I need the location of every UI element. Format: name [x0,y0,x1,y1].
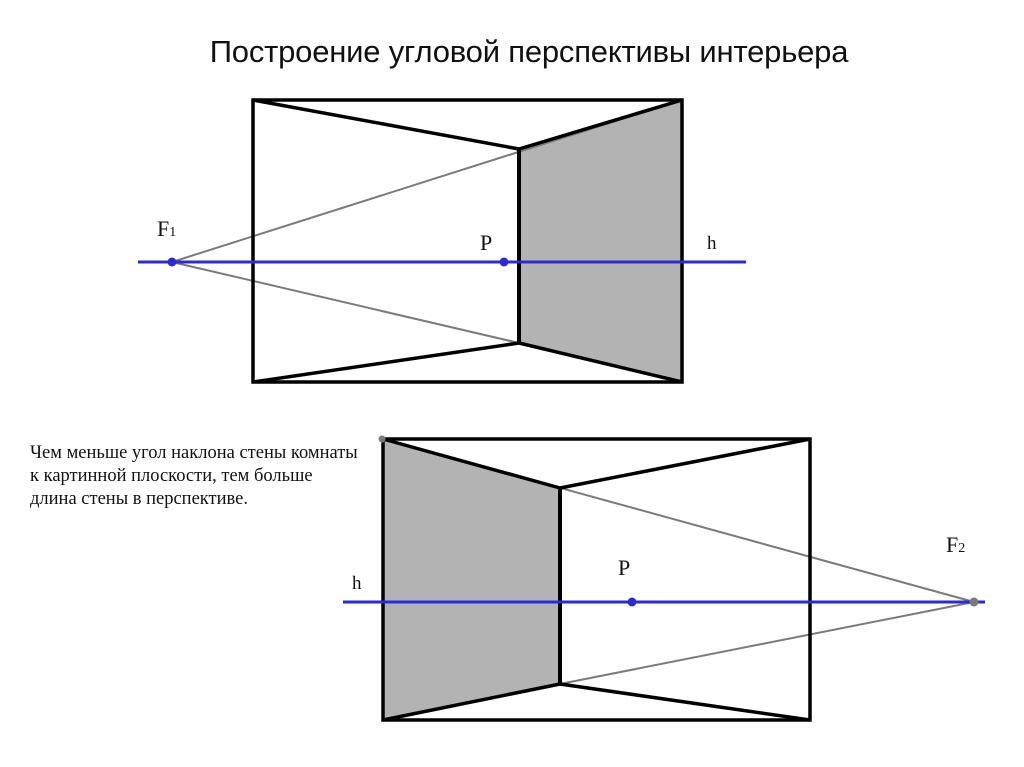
ceiling-edge [252,98,520,151]
shaded-wall-left [383,439,560,720]
explanation-caption: Чем меньше угол наклона стены комнаты к … [30,443,358,509]
center-point-p [499,257,509,267]
vanishing-point-f1 [167,257,177,267]
shaded-wall-right [519,100,682,382]
horizon-label: h [352,573,362,594]
center-point-label: P [480,230,492,255]
vanishing-point-letter: F [946,532,958,557]
room-frame [251,98,684,384]
room-frame [381,437,812,722]
corner-marker [378,435,386,443]
guide-line-lower [171,261,520,344]
vanishing-point-f2 [969,597,979,607]
diagram-bottom: F2 P h [343,435,985,722]
wall-ceiling-edge [518,98,683,151]
wall-floor-edge [382,682,561,722]
floor-edge [252,341,520,384]
slide-title: Построение угловой перспективы интерьера [209,34,849,69]
ceiling-edge [559,437,811,490]
vanishing-point-index: 1 [169,225,176,240]
vanishing-point-letter: F [157,216,169,241]
wall-ceiling-edge [382,437,561,490]
diagram-top: F1 P h [138,98,746,384]
horizon-label: h [707,233,717,254]
vanishing-point-index: 2 [958,541,965,556]
center-point-p [627,597,637,607]
guide-line-lower [559,601,975,685]
center-point-label: P [618,555,630,580]
floor-edge [559,682,811,722]
vanishing-point-label: F1 [157,216,176,241]
vanishing-point-label: F2 [946,532,965,557]
wall-floor-edge [518,341,683,384]
